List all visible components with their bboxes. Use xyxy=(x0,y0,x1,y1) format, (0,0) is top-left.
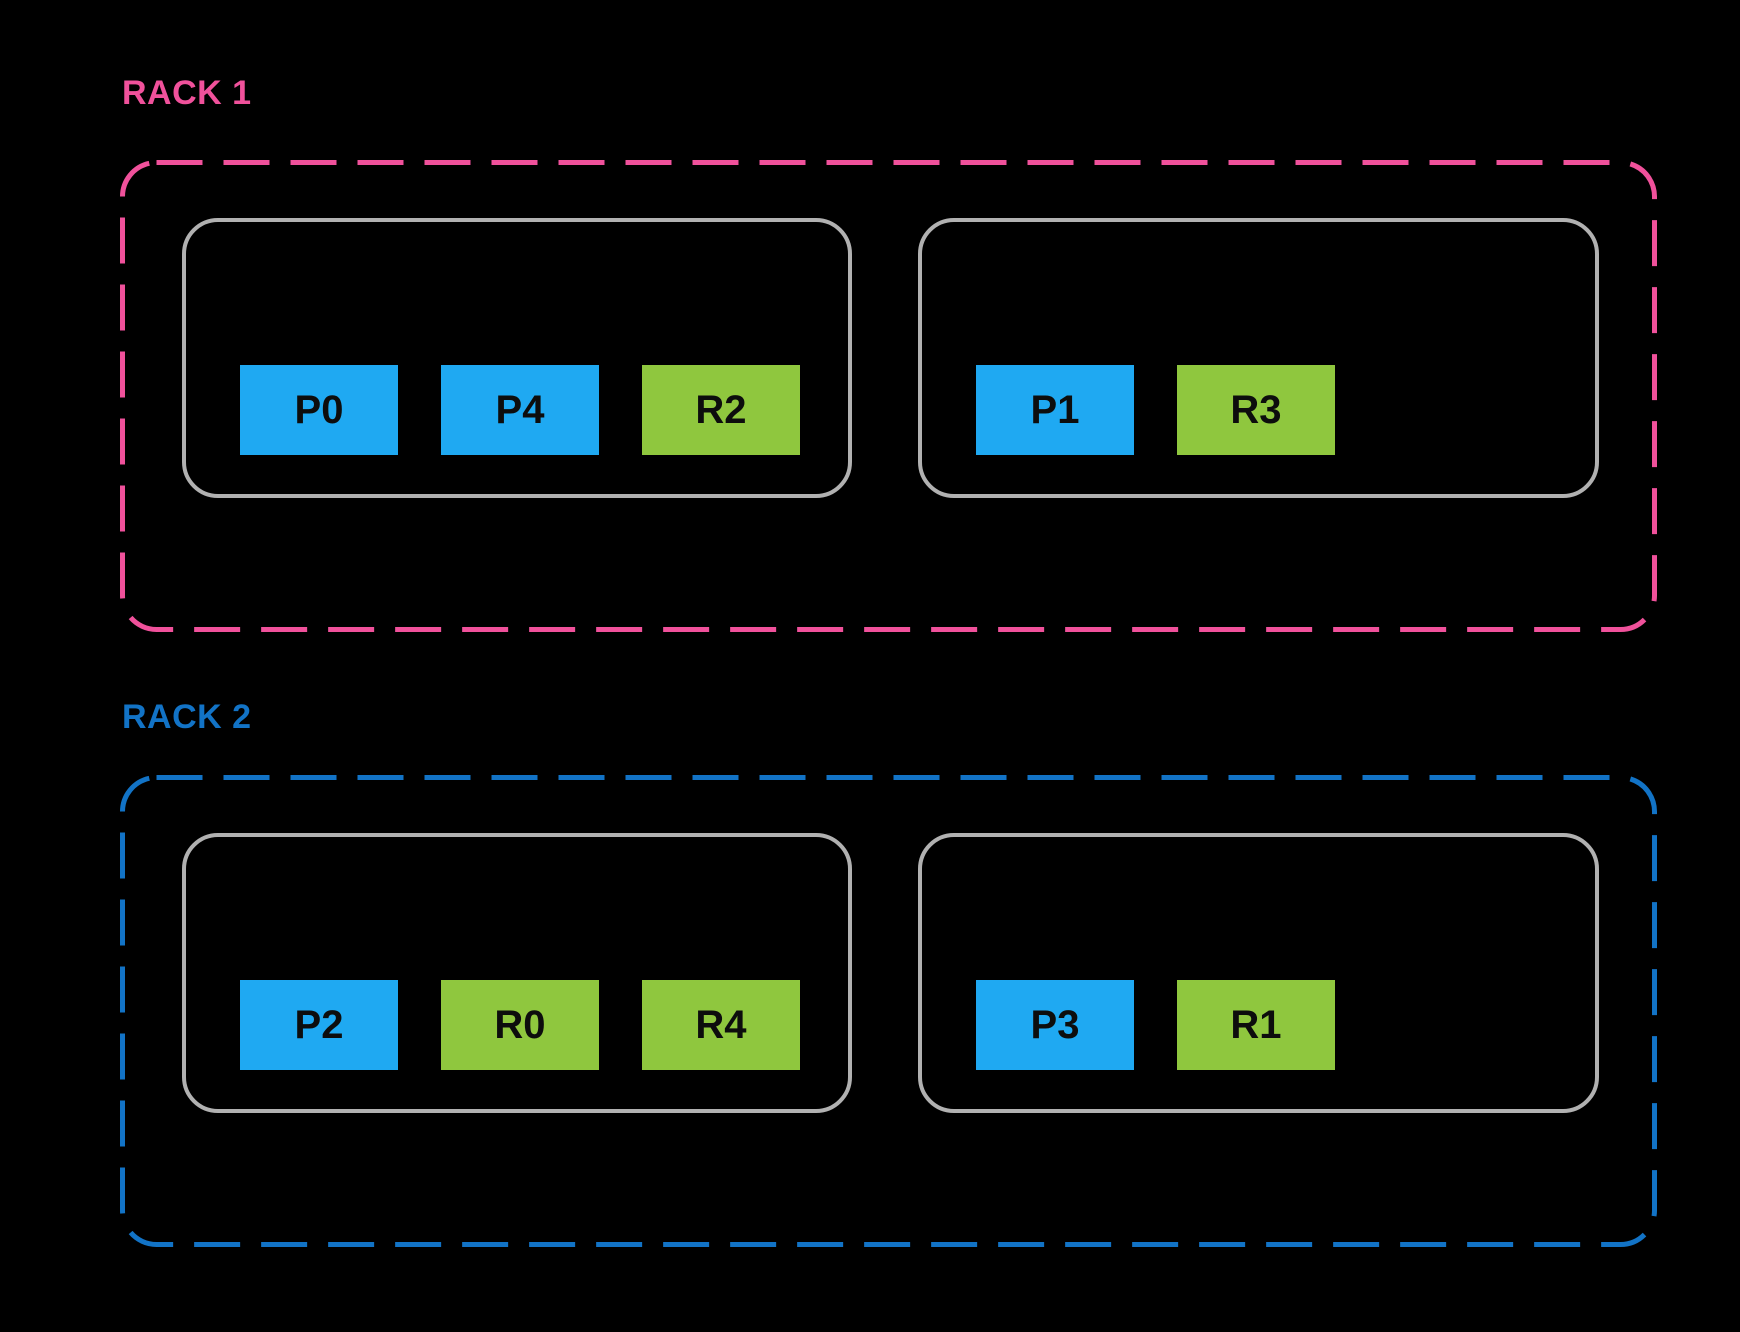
chip-r3: R3 xyxy=(1177,365,1335,455)
rack-2-boundary: P2 R0 R4 P3 R1 xyxy=(120,775,1657,1247)
rack-2-node-1-chip-row: P2 R0 R4 xyxy=(240,980,800,1070)
rack-1-label: RACK 1 xyxy=(122,74,252,112)
rack-2-node-2-chip-row: P3 R1 xyxy=(976,980,1335,1070)
rack-1-node-1-chip-row: P0 P4 R2 xyxy=(240,365,800,455)
chip-p0: P0 xyxy=(240,365,398,455)
rack-1-boundary: P0 P4 R2 P1 R3 xyxy=(120,160,1657,632)
chip-p4: P4 xyxy=(441,365,599,455)
chip-p2: P2 xyxy=(240,980,398,1070)
rack-1-node-1: P0 P4 R2 xyxy=(182,218,852,498)
chip-p1: P1 xyxy=(976,365,1134,455)
chip-p3: P3 xyxy=(976,980,1134,1070)
chip-r0: R0 xyxy=(441,980,599,1070)
rack-2-node-1: P2 R0 R4 xyxy=(182,833,852,1113)
rack-1-node-2: P1 R3 xyxy=(918,218,1599,498)
chip-r2: R2 xyxy=(642,365,800,455)
chip-r1: R1 xyxy=(1177,980,1335,1070)
chip-r4: R4 xyxy=(642,980,800,1070)
rack-1-node-2-chip-row: P1 R3 xyxy=(976,365,1335,455)
rack-2-label: RACK 2 xyxy=(122,698,252,736)
rack-2-node-2: P3 R1 xyxy=(918,833,1599,1113)
